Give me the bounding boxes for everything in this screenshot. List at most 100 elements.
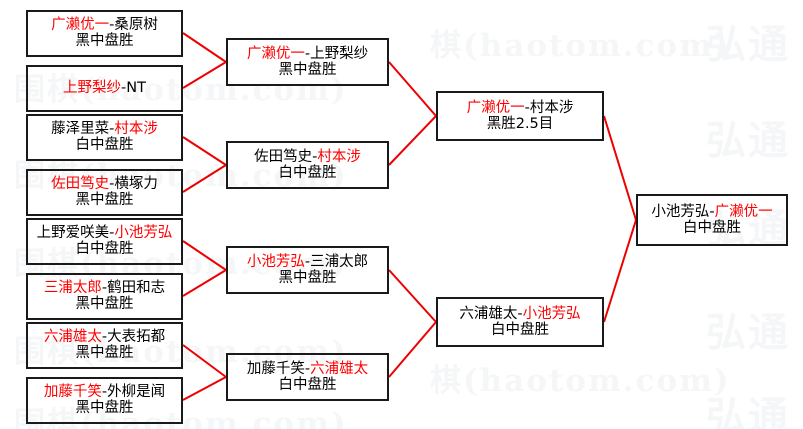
player-a-name: 六浦雄太 [459,305,518,322]
player-b-name: 横塚力 [114,176,158,193]
match-result: 白中盘胜 [75,241,134,258]
match-players: 六浦雄太-大表拓都 [44,329,165,345]
match-players: 加藤千笑-外柳是闻 [44,384,165,400]
player-a-name: 小池芳弘 [246,253,305,270]
watermark-text: 棋(haotom.com) [430,28,731,64]
player-b-name: 上野梨纱 [310,45,369,62]
match-box[interactable]: 广濑优一-村本涉黑胜2.5目 [436,91,604,141]
player-b-name: 村本涉 [317,148,361,165]
match-players: 广濑优一-村本涉 [467,100,574,116]
match-result: 黑中盘胜 [75,345,134,362]
match-box[interactable]: 上野梨纱-NT [26,65,183,112]
player-b-name: 三浦太郎 [310,253,369,270]
player-a-name: 上野梨纱 [63,80,122,97]
player-b-name: 大表拓都 [107,329,166,346]
player-separator: - [517,305,523,322]
player-a-name: 六浦雄太 [43,329,102,346]
match-box[interactable]: 六浦雄太-小池芳弘白中盘胜 [436,297,604,347]
player-a-name: 广濑优一 [51,17,110,34]
connector-line [603,219,637,323]
match-players: 佐田笃史-横塚力 [51,176,158,192]
match-result: 白中盘胜 [491,321,549,338]
player-separator: - [304,45,311,62]
connector-line [603,115,637,221]
player-separator: - [101,329,108,346]
connector-line [182,164,227,193]
watermark-text: 弘通 [706,393,790,429]
player-a-name: 加藤千笑 [246,360,305,377]
match-box[interactable]: 六浦雄太-大表拓都黑中盘胜 [26,322,183,369]
connector-line [388,115,437,166]
match-result: 黑中盘胜 [75,296,134,313]
watermark-text: 弘通 [706,309,790,356]
match-players: 小池芳弘-广濑优一 [651,204,772,220]
match-box[interactable]: 佐田笃史-村本涉白中盘胜 [226,141,389,189]
player-separator: - [109,225,115,242]
player-b-name: 六浦雄太 [310,360,369,377]
match-box[interactable]: 三浦太郎-鹤田和志黑中盘胜 [26,273,183,320]
player-separator: - [304,253,311,270]
connector-line [388,61,437,117]
match-players: 六浦雄太-小池芳弘 [459,306,580,322]
match-box[interactable]: 广濑优一-上野梨纱黑中盘胜 [226,38,389,86]
match-box[interactable]: 加藤千笑-六浦雄太白中盘胜 [226,353,389,401]
match-box[interactable]: 小池芳弘-广濑优一白中盘胜 [636,194,788,246]
connector-line [182,269,227,297]
player-separator: - [101,280,108,297]
watermark-text: 弘通 [706,21,790,68]
match-players: 广濑优一-桑原树 [51,17,158,33]
player-a-name: 上野爱咲美 [36,225,110,242]
player-separator: - [524,99,530,116]
match-players: 三浦太郎-鹤田和志 [44,280,165,296]
match-players: 小池芳弘-三浦太郎 [247,254,368,270]
match-box[interactable]: 小池芳弘-三浦太郎黑中盘胜 [226,246,389,294]
player-separator: - [121,80,127,97]
connector-line [182,136,227,166]
connector-line [182,344,227,378]
connector-line [388,321,437,378]
player-b-name: 桑原树 [114,17,158,34]
match-box[interactable]: 加藤千笑-外柳是闻黑中盘胜 [26,377,183,424]
match-result: 白中盘胜 [75,137,134,154]
player-a-name: 佐田笃史 [51,176,110,193]
player-separator: - [101,384,108,401]
connector-line [182,376,227,401]
match-result: 白中盘胜 [278,376,337,393]
player-b-name: 鹤田和志 [107,280,166,297]
player-b-name: 小池芳弘 [114,225,173,242]
player-b-name: 村本涉 [529,99,574,116]
match-result: 白中盘胜 [278,164,337,181]
match-result: 黑中盘胜 [278,61,337,78]
match-result: 黑中盘胜 [75,192,134,209]
player-a-name: 藤泽里菜 [51,121,110,138]
player-separator: - [304,360,311,377]
match-box[interactable]: 藤泽里菜-村本涉白中盘胜 [26,114,183,161]
match-box[interactable]: 广濑优一-桑原树黑中盘胜 [26,10,183,57]
match-box[interactable]: 佐田笃史-横塚力黑中盘胜 [26,169,183,216]
match-result: 黑中盘胜 [75,400,134,417]
player-separator: - [109,176,115,193]
match-result: 黑中盘胜 [278,269,337,286]
player-b-name: 广濑优一 [714,203,773,220]
match-players: 广濑优一-上野梨纱 [247,46,368,62]
connector-line [182,32,227,63]
player-a-name: 佐田笃史 [254,148,313,165]
player-b-name: 小池芳弘 [522,305,581,322]
player-separator: - [109,121,115,138]
player-separator: - [312,148,318,165]
watermark-text: 弘通 [706,117,790,164]
player-a-name: 三浦太郎 [43,280,102,297]
match-result: 白中盘胜 [683,219,741,236]
match-players: 藤泽里菜-村本涉 [51,121,158,137]
match-box[interactable]: 上野爱咲美-小池芳弘白中盘胜 [26,218,183,265]
player-a-name: 广濑优一 [246,45,305,62]
connector-line [182,61,227,89]
match-players: 上野爱咲美-小池芳弘 [37,225,173,241]
player-b-name: 村本涉 [114,121,158,138]
watermark-text: 棋(haotom.com) [430,363,731,399]
player-separator: - [709,203,715,220]
match-players: 佐田笃史-村本涉 [254,149,361,165]
player-separator: - [109,17,115,34]
connector-line [388,269,437,323]
